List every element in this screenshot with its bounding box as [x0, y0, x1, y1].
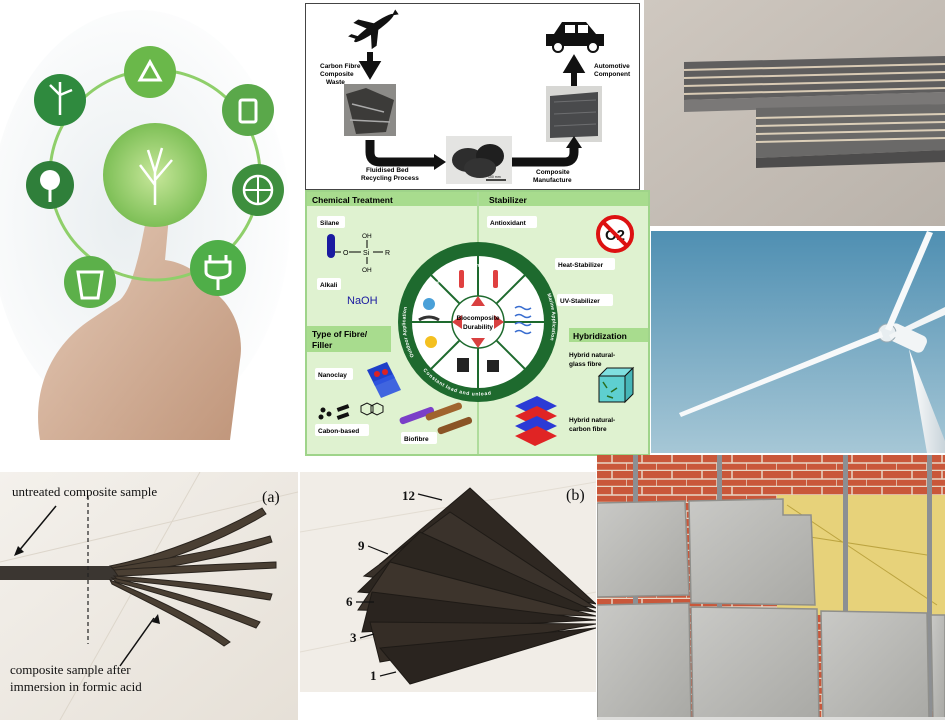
svg-text:R: R: [385, 250, 390, 257]
panel-a-label: (a): [262, 489, 280, 506]
wind-turbine-icon: [34, 74, 86, 126]
component-photo: [546, 86, 602, 142]
svg-text:OH: OH: [362, 233, 372, 240]
hybrid-glass-label: Hybrid natural-: [569, 352, 615, 359]
load-test-icon: [457, 358, 499, 372]
chemical-treatment-heading: Chemical Treatment: [312, 195, 393, 205]
thermometer-icon: [459, 270, 498, 288]
heat-stabilizer-label: Heat-Stabilizer: [558, 262, 604, 269]
svg-text:carbon fibre: carbon fibre: [569, 426, 607, 433]
composite-manufacture-label: Composite: [536, 169, 570, 176]
panel-b-label: (b): [566, 487, 585, 504]
svg-text:Composite: Composite: [320, 71, 354, 78]
silane-label: Silane: [320, 220, 340, 227]
biofibre-icon: [399, 402, 473, 435]
carbon-based-label: Cabon-based: [318, 428, 359, 435]
svg-text:Recycling Process: Recycling Process: [361, 175, 419, 182]
layer-9-label: 9: [358, 538, 365, 553]
stabilizer-heading: Stabilizer: [489, 195, 527, 205]
laminate-panel-photo: [644, 0, 945, 226]
scale-bar-label: 100 mm: [488, 175, 501, 179]
nanoclay-label: Nanoclay: [318, 372, 347, 379]
composite-sample-a-photo: untreated composite sample (a) composite…: [0, 472, 298, 720]
hybridization-heading: Hybridization: [573, 331, 627, 341]
svg-text:immersion in formic acid: immersion in formic acid: [10, 679, 142, 694]
svg-text:Manufacture: Manufacture: [533, 177, 572, 184]
carbon-based-icon: [318, 402, 384, 420]
waste-photo: [344, 84, 396, 136]
svg-text:Durability: Durability: [463, 324, 493, 331]
uv-stabilizer-label: UV-Stabilizer: [560, 298, 600, 305]
fibre-type-heading: Type of Fibre/: [312, 329, 368, 339]
recycle-icon: [124, 46, 176, 98]
alkali-label: Alkali: [320, 282, 338, 289]
layer-3-label: 3: [350, 630, 357, 645]
tree-icon: [26, 161, 74, 209]
carbon-fibre-waste-label: Carbon Fibre: [320, 63, 361, 70]
antioxidant-label: Antioxidant: [490, 220, 527, 227]
center-label: Biocomposite: [457, 315, 500, 322]
bag-icon: [64, 256, 116, 308]
eco-hand-image: [0, 0, 300, 440]
plug-icon: [190, 240, 246, 296]
recycling-process-diagram: Carbon Fibre Composite Waste Automotive …: [305, 3, 640, 190]
facade-panels-photo: [597, 455, 945, 720]
weather-icon: [418, 298, 440, 348]
composite-sample-b-photo: 12 9 6 3 1 (b): [300, 472, 596, 692]
no-oxygen-icon: O2: [596, 215, 634, 253]
battery-icon: [222, 84, 274, 136]
airplane-icon: [348, 9, 399, 50]
svg-text:OH: OH: [362, 267, 372, 274]
ring-right-label: Marine Application: [545, 293, 556, 342]
nanoclay-icon: [367, 362, 401, 398]
svg-text:Waste: Waste: [326, 79, 345, 86]
glass-fibre-cube-icon: [597, 366, 635, 404]
fluidised-bed-label: Fluidised Bed: [366, 167, 409, 174]
layer-1-label: 1: [370, 668, 377, 683]
svg-text:O: O: [343, 250, 349, 257]
svg-text:glass fibre: glass fibre: [569, 361, 602, 368]
wind-turbine-photo: [651, 231, 945, 453]
car-icon: [546, 22, 604, 53]
layer-12-label: 12: [402, 488, 415, 503]
hybrid-carbon-layers-icon: [515, 396, 557, 446]
hybrid-carbon-label: Hybrid natural-: [569, 417, 615, 424]
naoh-label: NaOH: [347, 295, 378, 307]
wave-icon: [514, 305, 532, 335]
svg-text:Filler: Filler: [312, 340, 333, 350]
svg-text:Si: Si: [363, 250, 370, 257]
svg-text:Component: Component: [594, 71, 631, 78]
durability-ring: Biocomposite Durability Extreme Working …: [398, 242, 558, 402]
automotive-component-label: Automotive: [594, 63, 630, 70]
after-immersion-label: composite sample after: [10, 662, 131, 677]
globe-icon: [232, 164, 284, 216]
biofibre-label: Biofibre: [404, 436, 429, 443]
untreated-sample-label: untreated composite sample: [12, 484, 157, 499]
biocomposite-durability-diagram: Chemical Treatment Stabilizer Type of Fi…: [305, 190, 650, 456]
recycled-fibre-photo: 100 mm: [446, 136, 512, 184]
layer-6-label: 6: [346, 594, 353, 609]
